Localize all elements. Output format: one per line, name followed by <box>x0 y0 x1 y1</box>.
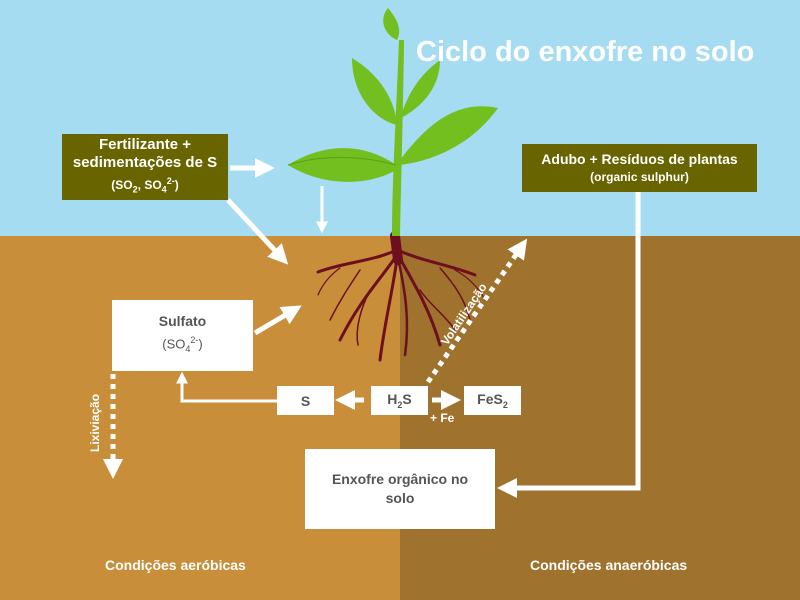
manure-box: Adubo + Resíduos de plantas (organic sul… <box>522 144 757 192</box>
sulfur-box: S <box>277 386 334 415</box>
leaching-label: Lixiviação <box>88 393 102 452</box>
manure-label: Adubo + Resíduos de plantas <box>541 151 738 167</box>
anaerobic-conditions-label: Condições anaeróbicas <box>530 557 688 573</box>
manure-sublabel: (organic sulphur) <box>590 170 689 184</box>
arrow-manure-to-organic <box>497 192 641 498</box>
diagram-title: Ciclo do enxofre no solo <box>416 36 755 68</box>
arrow-s-to-sulfate <box>176 371 277 403</box>
plant-roots <box>316 231 486 362</box>
anaerobic-soil-zone <box>400 236 800 600</box>
organic-sulfur-label: Enxofre orgânico no <box>331 471 469 487</box>
sulfate-formula: (SO42-) <box>162 335 203 354</box>
fertilizer-formula: (SO2, SO42-) <box>111 175 179 195</box>
sulfate-label: Sulfato <box>158 313 207 330</box>
sulfur-label: S <box>300 392 311 409</box>
fes2-label: FeS2 <box>477 391 508 410</box>
h2s-label: H2S <box>387 391 412 410</box>
arrow-fertilizer-to-soil <box>226 198 289 265</box>
aerobic-soil-zone <box>0 236 400 600</box>
aerobic-conditions-label: Condições aeróbicas <box>105 557 246 573</box>
fertilizer-label: Fertilizante + <box>98 135 192 153</box>
arrow-volatilization <box>425 238 528 384</box>
sulfate-box: Sulfato (SO42-) <box>112 300 253 371</box>
fes2-box: FeS2 <box>464 386 521 415</box>
fertilizer-label-2: sedimentações de S <box>72 153 218 171</box>
arrow-sulfate-to-roots <box>253 305 302 336</box>
plant-shoot <box>287 8 498 236</box>
h2s-box: H2S <box>371 386 428 415</box>
fertilizer-box: Fertilizante + sedimentações de S (SO2, … <box>62 134 228 200</box>
organic-sulfur-box: Enxofre orgânico no solo <box>305 449 495 529</box>
plus-fe-label: + Fe <box>430 411 455 425</box>
organic-sulfur-label-2: solo <box>385 490 415 506</box>
